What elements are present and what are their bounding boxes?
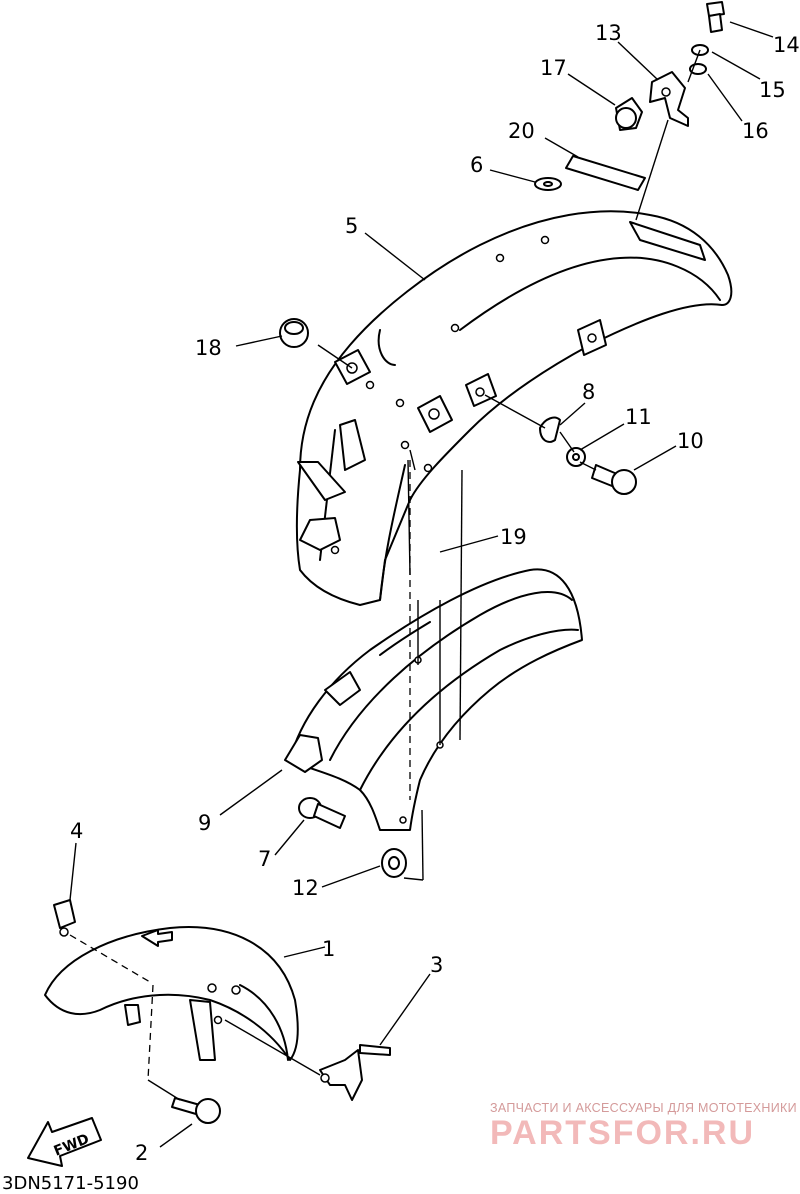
callout-14: 14 — [773, 33, 800, 57]
callout-9: 9 — [198, 811, 211, 835]
callout-2: 2 — [135, 1141, 148, 1165]
callout-3: 3 — [430, 953, 443, 977]
front-fender — [44, 926, 299, 1061]
callout-16: 16 — [742, 119, 769, 143]
callout-8: 8 — [582, 380, 595, 404]
callout-10: 10 — [677, 429, 704, 453]
inner-fender — [284, 568, 583, 831]
rear-fender — [295, 210, 733, 606]
callout-19: 19 — [500, 525, 527, 549]
callout-13: 13 — [595, 21, 622, 45]
callout-11: 11 — [625, 405, 652, 429]
callout-18: 18 — [195, 336, 222, 360]
fwd-arrow-icon: FWD — [27, 1117, 102, 1167]
callout-4: 4 — [70, 819, 83, 843]
watermark-brand: PARTSFOR.RU — [490, 1114, 755, 1152]
catalog-number: 3DN5171-5190 — [2, 1173, 139, 1194]
callout-1: 1 — [322, 937, 335, 961]
callout-20: 20 — [508, 119, 535, 143]
callout-12: 12 — [292, 876, 319, 900]
callout-5: 5 — [345, 214, 358, 238]
watermark: ЗАПЧАСТИ И АКСЕССУАРЫ ДЛЯ МОТОТЕХНИКИ PA… — [490, 1101, 797, 1152]
callout-labels: 1 2 3 4 5 6 7 8 9 10 11 12 13 14 15 16 1… — [70, 21, 800, 1165]
watermark-tagline: ЗАПЧАСТИ И АКСЕССУАРЫ ДЛЯ МОТОТЕХНИКИ — [490, 1101, 797, 1115]
callout-17: 17 — [540, 56, 567, 80]
callout-7: 7 — [258, 847, 271, 871]
callout-15: 15 — [759, 78, 786, 102]
leader-lines — [69, 21, 774, 1148]
assembly-lines — [69, 49, 701, 1101]
hardware — [53, 1, 725, 1124]
callout-6: 6 — [470, 153, 483, 177]
